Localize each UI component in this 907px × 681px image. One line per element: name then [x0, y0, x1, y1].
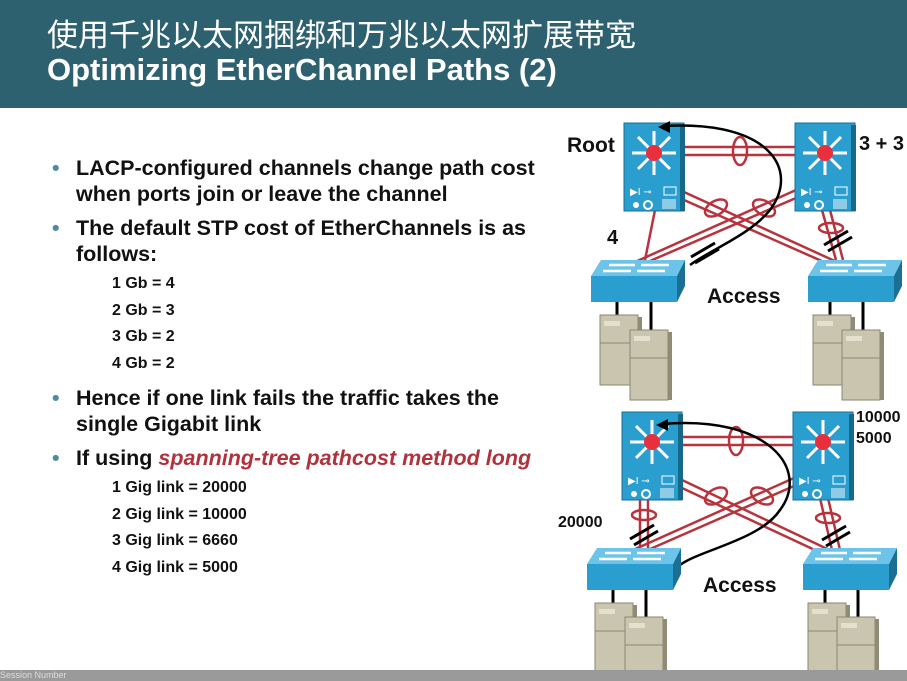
server-icon — [624, 616, 668, 670]
session-number: Session Number — [0, 670, 67, 680]
root-label: Root — [567, 134, 615, 157]
default-cost-list: 1 Gb = 4 2 Gb = 3 3 Gb = 2 4 Gb = 2 — [50, 271, 540, 377]
slide-header: 使用千兆以太网捆绑和万兆以太网扩展带宽 Optimizing EtherChan… — [0, 0, 907, 108]
pathcost-command: spanning-tree pathcost method long — [158, 446, 532, 470]
cost-label-right: 3 + 3 — [859, 133, 904, 155]
cost-label-right-1: 10000 — [856, 409, 901, 426]
cost-label-right-2: 5000 — [856, 430, 892, 447]
access-switch-left — [585, 546, 683, 592]
diagram-top: Root 3 + 3 4 Access — [567, 121, 904, 401]
access-switch-right — [806, 258, 904, 304]
server-icon — [629, 329, 673, 401]
bullet-lacp: LACP-configured channels change path cos… — [50, 155, 540, 207]
bullet-link-fail: Hence if one link fails the traffic take… — [50, 385, 540, 437]
access-label: Access — [707, 285, 781, 308]
cost-item: 1 Gig link = 20000 — [112, 479, 247, 496]
footer-bar: Session Number — [0, 670, 907, 681]
cost-item: 3 Gig link = 6660 — [112, 532, 238, 549]
secondary-distribution-switch — [793, 121, 858, 213]
cost-item: 2 Gig link = 10000 — [112, 505, 247, 523]
access-switch-right — [801, 546, 899, 592]
traffic-path-arrow — [663, 124, 783, 267]
long-cost-list: 1 Gig link = 20000 2 Gig link = 10000 3 … — [50, 475, 540, 581]
cost-label-left: 4 — [607, 227, 619, 249]
traffic-path-arrow — [661, 421, 791, 567]
cost-item: 4 Gb = 2 — [112, 354, 175, 372]
root-distribution-switch — [620, 410, 685, 502]
cost-item: 2 Gb = 3 — [112, 301, 175, 319]
server-icon — [836, 616, 880, 670]
cost-item: 4 Gig link = 5000 — [112, 558, 238, 576]
network-diagrams: ▶I ⊸ — [558, 121, 904, 670]
diagram-bottom: 10000 5000 20000 Access — [558, 409, 901, 670]
bullet-default-cost: The default STP cost of EtherChannels is… — [50, 215, 540, 267]
etherchannel-links — [630, 425, 842, 560]
bullet-list: LACP-configured channels change path cos… — [50, 155, 540, 589]
secondary-distribution-switch — [791, 410, 856, 502]
cost-item: 1 Gb = 4 — [112, 275, 175, 292]
title-english: Optimizing EtherChannel Paths (2) — [47, 52, 557, 87]
server-icon — [841, 329, 885, 401]
root-distribution-switch — [622, 121, 687, 213]
cost-label-left: 20000 — [558, 514, 603, 531]
bullet-pathcost-long: If using spanning-tree pathcost method l… — [50, 445, 540, 471]
cost-item: 3 Gb = 2 — [112, 328, 175, 345]
title-chinese: 使用千兆以太网捆绑和万兆以太网扩展带宽 — [47, 18, 636, 54]
access-switch-left — [589, 258, 687, 304]
bullet-prefix: If using — [76, 446, 159, 470]
access-label: Access — [703, 574, 777, 597]
